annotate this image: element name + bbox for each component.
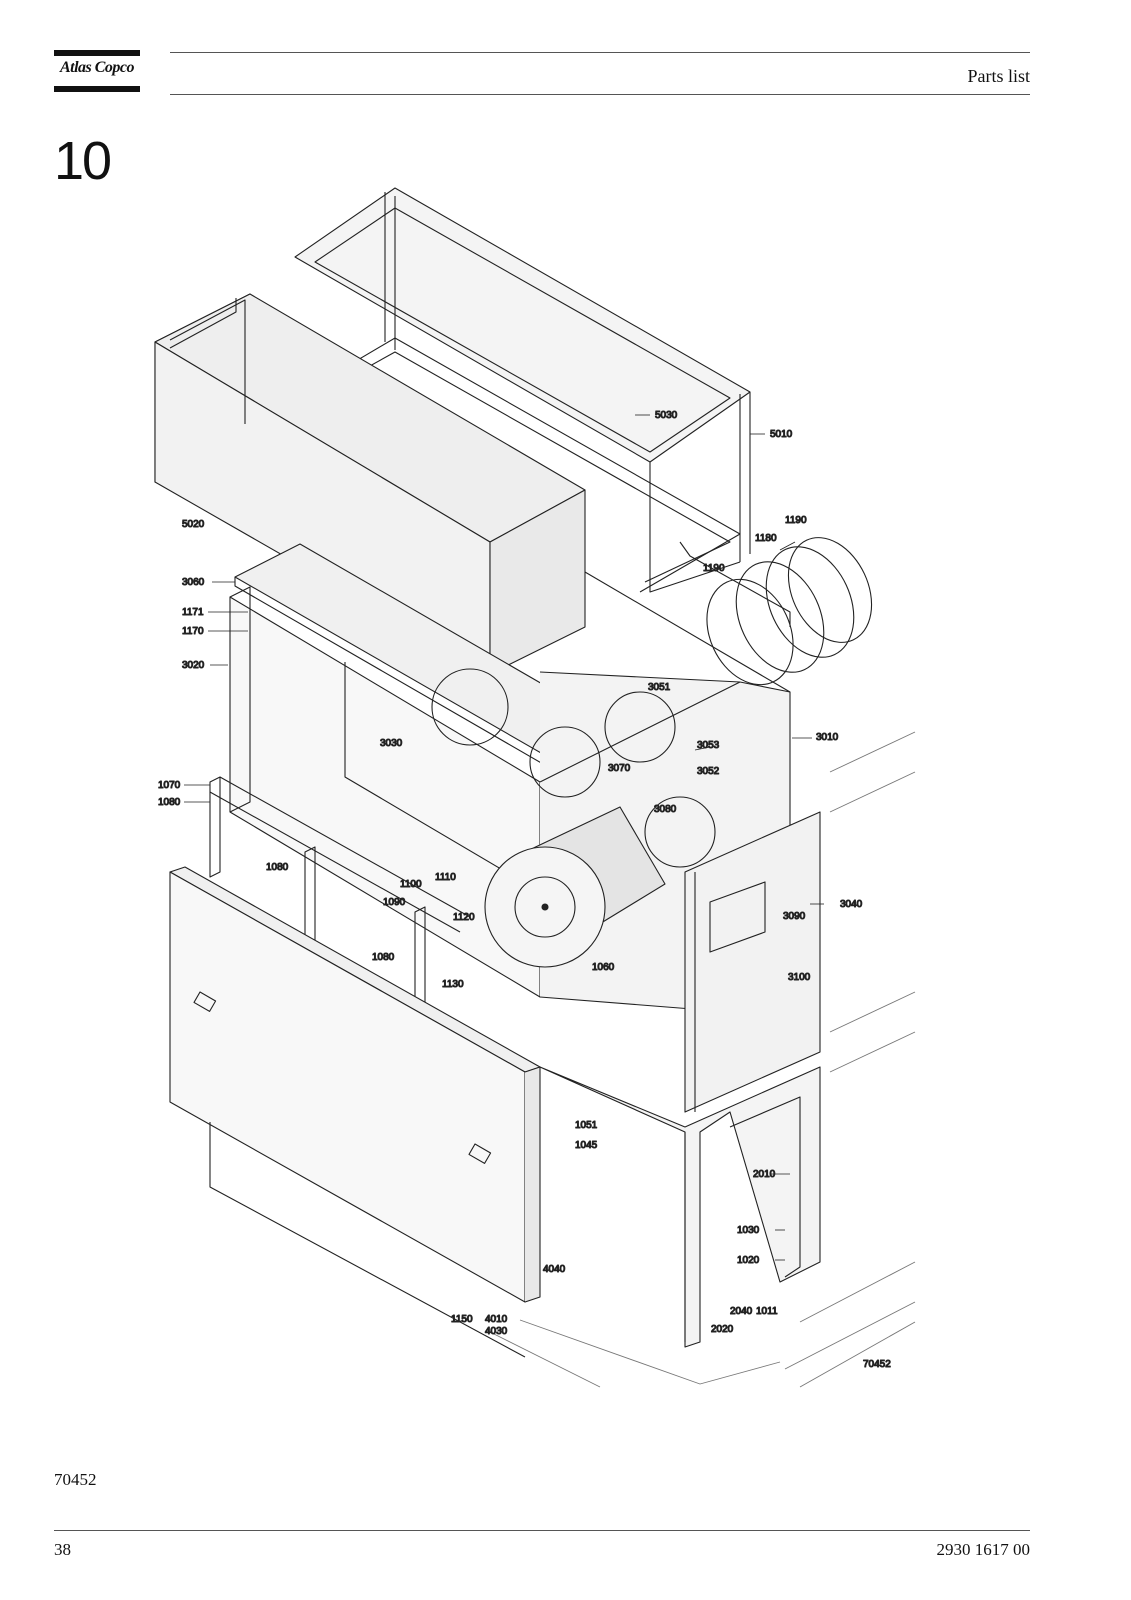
filter-cartridge-1060 <box>484 806 666 968</box>
front-door-4010 <box>169 866 541 1358</box>
callout-1080-low: 1080 <box>372 952 395 963</box>
callout-3051: 3051 <box>648 682 671 693</box>
logo-bar-top <box>54 50 140 56</box>
callout-3100: 3100 <box>788 972 811 983</box>
callout-3020: 3020 <box>182 660 205 671</box>
callout-4040: 4040 <box>543 1264 566 1275</box>
callout-1045: 1045 <box>575 1140 598 1151</box>
callout-1190-inner: 1190 <box>703 563 725 574</box>
callout-1080: 1080 <box>158 797 181 808</box>
callout-4030: 4030 <box>485 1326 508 1337</box>
figure-reference: 70452 <box>54 1470 97 1489</box>
callout-1060: 1060 <box>592 962 615 973</box>
callout-5010: 5010 <box>770 429 793 440</box>
callout-5020: 5020 <box>182 519 205 530</box>
atlas-copco-logo: Atlas Copco <box>54 50 140 94</box>
section-number: 10 <box>54 131 112 191</box>
callout-3060: 3060 <box>182 577 205 588</box>
header-rule-bottom <box>170 94 1030 95</box>
leader-lines <box>184 414 824 1261</box>
callout-1080-mid: 1080 <box>266 862 289 873</box>
logo-wordmark: Atlas Copco <box>59 59 135 76</box>
floor-outline <box>489 731 916 1388</box>
callout-3053: 3053 <box>697 740 720 751</box>
exploded-view-svg: 5030 5010 5020 1190 1180 1190 3060 1171 … <box>154 187 916 1388</box>
callout-2040: 2040 <box>730 1306 753 1317</box>
callout-1011: 1011 <box>756 1306 778 1317</box>
drawing-number-in-figure: 70452 <box>863 1359 891 1370</box>
callout-3090: 3090 <box>783 911 806 922</box>
callout-labels: 5030 5010 5020 1190 1180 1190 3060 1171 … <box>157 409 891 1370</box>
callout-5030: 5030 <box>655 410 678 421</box>
callout-1190: 1190 <box>785 515 807 526</box>
callout-1171: 1171 <box>182 607 204 618</box>
callout-3070: 3070 <box>608 763 631 774</box>
document-number: 2930 1617 00 <box>936 1540 1031 1559</box>
inlet-rings-1180-1190 <box>706 537 873 686</box>
footer-rule <box>54 1530 1030 1531</box>
hood-5020 <box>154 293 586 675</box>
callout-1030: 1030 <box>737 1225 760 1236</box>
callout-3040: 3040 <box>840 899 863 910</box>
callout-1051: 1051 <box>575 1120 598 1131</box>
header-title: Parts list <box>967 66 1030 86</box>
callout-4010: 4010 <box>485 1314 508 1325</box>
side-plate-3020 <box>229 586 251 813</box>
exploded-parts-drawing: 5030 5010 5020 1190 1180 1190 3060 1171 … <box>140 172 940 1422</box>
callout-2020: 2020 <box>711 1324 734 1335</box>
logo-bar-bottom <box>54 86 140 92</box>
callout-2010: 2010 <box>753 1169 776 1180</box>
header-rule-top <box>170 52 1030 53</box>
page-number: 38 <box>54 1540 71 1559</box>
callout-3010: 3010 <box>816 732 839 743</box>
callout-1090: 1090 <box>383 897 406 908</box>
callout-1130: 1130 <box>442 979 464 990</box>
callout-1110: 1110 <box>435 872 456 883</box>
callout-1170: 1170 <box>182 626 204 637</box>
callout-1150: 1150 <box>451 1314 473 1325</box>
callout-1180: 1180 <box>755 533 777 544</box>
top-frame-5010 <box>294 187 751 593</box>
callout-1020: 1020 <box>737 1255 760 1266</box>
side-panel-3040 <box>684 811 821 1113</box>
callout-3030: 3030 <box>380 738 403 749</box>
callout-1120: 1120 <box>453 912 475 923</box>
callout-1070: 1070 <box>158 780 181 791</box>
callout-3052: 3052 <box>697 766 720 777</box>
lower-frame-2010 <box>539 1066 821 1348</box>
callout-1100: 1100 <box>400 879 422 890</box>
callout-3080: 3080 <box>654 804 677 815</box>
